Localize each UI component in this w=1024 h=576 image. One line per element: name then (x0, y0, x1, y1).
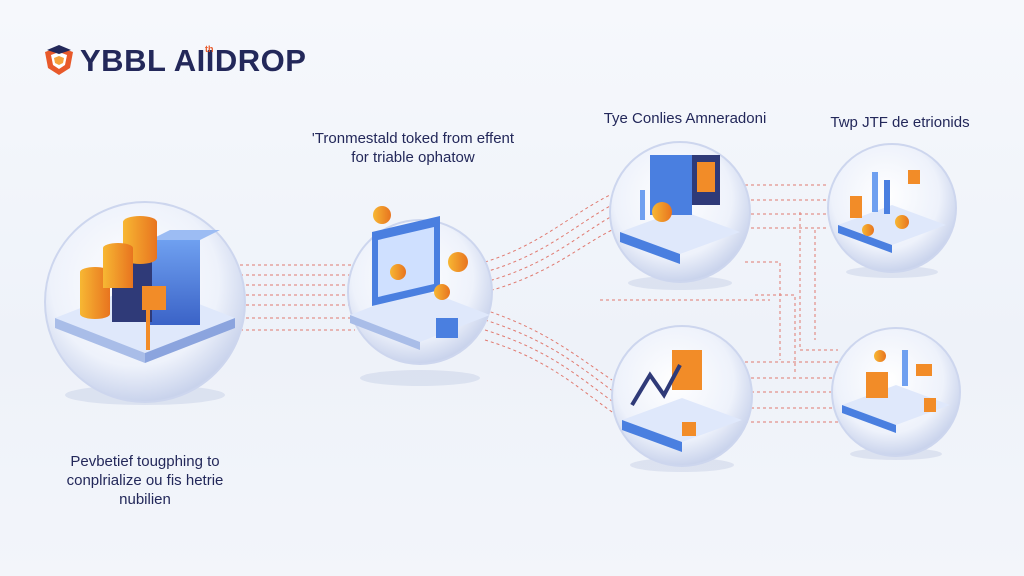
brand-logo: YBBL AIIDROP th (42, 44, 306, 78)
shield-cap-icon (45, 45, 73, 75)
bitcoin-chart-icon (622, 350, 742, 452)
hub-caption: 'Tronmestald toked from effent for triab… (288, 129, 538, 167)
source-caption-line-1: Pevbetief tougphing to (70, 453, 220, 470)
brand-tm: th (205, 44, 214, 54)
token-blocks-icon (842, 350, 950, 433)
source-caption-line-3: nubilien (119, 491, 171, 508)
source-caption: Pevbetief tougphing to conplrialize ou f… (30, 452, 260, 509)
monitor-coins-icon (350, 206, 490, 350)
top-center-caption: Tye Conlies Amneradoni (603, 110, 767, 127)
bottom-center-node (611, 325, 753, 472)
brand-name: YBBL AIIDROP (80, 43, 307, 78)
token-bars-icon (838, 170, 946, 253)
hub-node (347, 206, 493, 386)
connector-lines (240, 184, 838, 423)
hub-caption-line-1: 'Tronmestald toked from effent (311, 130, 515, 147)
bottom-right-node (831, 327, 961, 460)
coin-stack-server-icon (55, 216, 235, 363)
top-right-caption: Twp JTF de etrionids (830, 114, 970, 131)
top-center-node (609, 141, 751, 290)
hub-caption-line-2: for triable ophatow (351, 149, 475, 166)
top-right-node (827, 143, 957, 278)
chart-screen-icon (620, 155, 740, 264)
source-caption-line-2: conplrialize ou fis hetrie (66, 472, 224, 489)
source-node (44, 201, 246, 405)
